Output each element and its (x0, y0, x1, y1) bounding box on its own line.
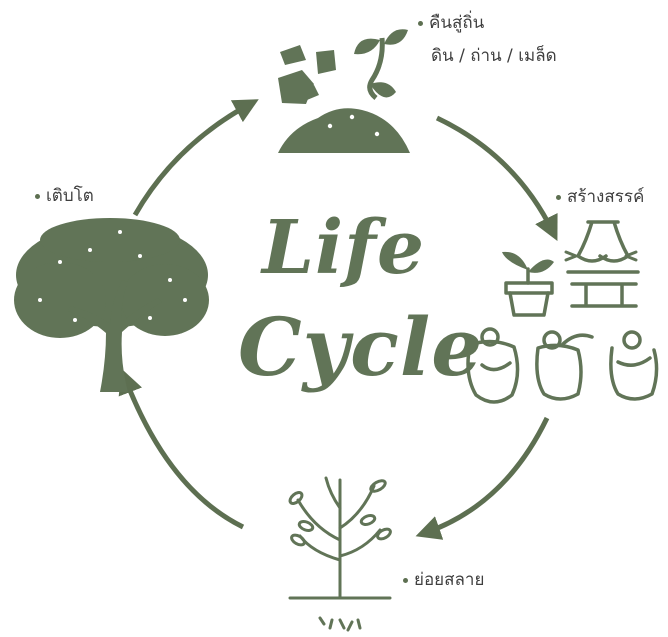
arrow-return-to-create (435, 115, 558, 241)
stage-decompose-text: ย่อยสลาย (414, 570, 485, 590)
tree-icon (14, 218, 209, 392)
stage-return-text: คืนสู่ถิ่น (429, 13, 485, 33)
title-life: Life (262, 205, 426, 291)
stage-label-grow: เติบโต (35, 185, 94, 207)
seedling-roots-icon (288, 476, 392, 632)
stage-label-return: คืนสู่ถิ่น (418, 12, 484, 34)
arrow-create-to-decompose (415, 416, 550, 540)
title-cycle: Cycle (238, 300, 484, 394)
stage-grow-text: เติบโต (46, 186, 94, 206)
stage-label-create: สร้างสรรค์ (556, 186, 644, 208)
rocks-soil-sprout-icon (278, 29, 410, 153)
stage-detail-return: ดิน / ถ่าน / เมล็ด (431, 46, 557, 66)
bullet (418, 20, 423, 26)
bullet (556, 194, 561, 200)
bullet (35, 193, 40, 199)
stage-create-text: สร้างสรรค์ (567, 187, 645, 207)
stage-label-decompose: ย่อยสลาย (403, 569, 484, 591)
bullet (403, 577, 408, 583)
pot-plant-pottery-icon (466, 220, 659, 404)
arrow-decompose-to-grow (118, 368, 245, 530)
arrow-grow-to-return (132, 99, 259, 217)
